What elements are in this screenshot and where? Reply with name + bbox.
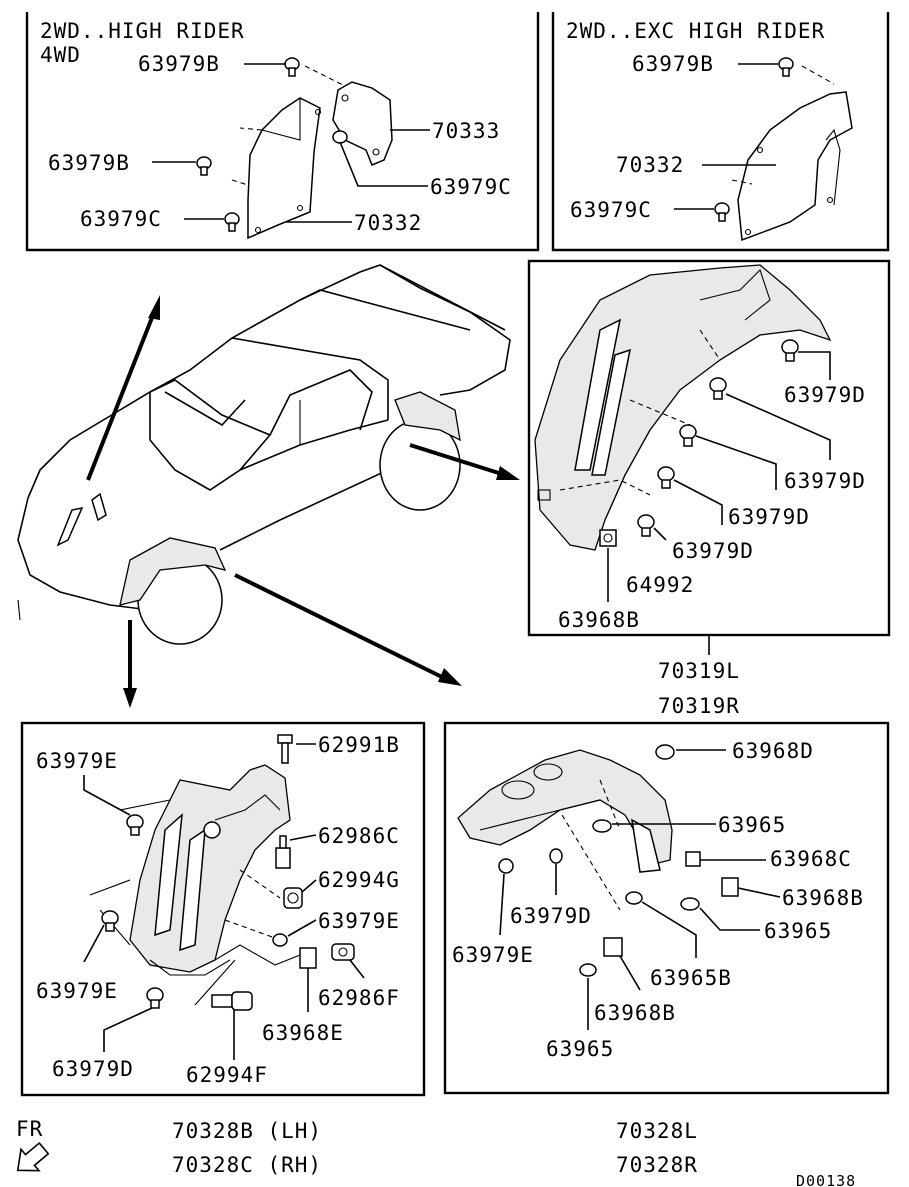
part-label: 70333 (432, 119, 500, 143)
part-label: 62991B (318, 733, 400, 757)
inner-liner-70332 (247, 97, 321, 240)
direction-indicator: FR (16, 1117, 50, 1172)
panel-front-liner: 63968D 63965 63968C 63968B 63965 63979D … (443, 721, 890, 1177)
part-label: 63979B (48, 151, 130, 175)
rivet-icon (277, 734, 293, 764)
clip-icon (272, 933, 288, 947)
part-label: 63979D (728, 505, 810, 529)
nut-icon (721, 877, 739, 897)
bolt-icon (211, 991, 253, 1011)
part-label: 63979B (632, 52, 714, 76)
part-label: 63979D (784, 383, 866, 407)
bolt-icon (283, 887, 303, 909)
clip-icon (709, 377, 727, 400)
clip-icon (196, 156, 212, 176)
part-label: 63979D (510, 904, 592, 928)
clip-icon (657, 466, 675, 489)
part-label: 63979D (52, 1057, 134, 1081)
front-arrow-icon (16, 1141, 50, 1172)
part-label: 63965B (650, 966, 732, 990)
part-label: 63979E (452, 943, 534, 967)
panel-top-left: 2WD..HIGH RIDER 4WD 63979B 70333 63979B … (25, 12, 540, 252)
part-number: 70319R (658, 694, 740, 718)
part-label: 62986C (318, 824, 400, 848)
part-number: 70328B (LH) (172, 1119, 322, 1143)
fender-liner-front (457, 749, 673, 866)
clip-icon (549, 848, 563, 864)
vehicle-outline (17, 264, 511, 645)
clip-icon (126, 814, 144, 836)
clip-icon (714, 202, 730, 222)
part-label: 63979D (672, 539, 754, 563)
panel-rear-liner: 63979D 63979D 63979D 63979D 64992 63968B… (527, 259, 891, 718)
part-label: 63979C (570, 198, 652, 222)
part-label: 62986F (318, 986, 400, 1010)
part-label: 63968B (782, 886, 864, 910)
part-label: 63979E (36, 749, 118, 773)
panel-title: 2WD..EXC HIGH RIDER (566, 19, 825, 43)
clip-icon (224, 212, 240, 232)
part-label: 62994F (186, 1063, 268, 1087)
part-label: 63968B (558, 608, 640, 632)
clip-icon (781, 339, 799, 362)
clip-icon (498, 858, 514, 874)
clip-icon (101, 910, 119, 932)
screw-icon (680, 897, 700, 911)
direction-label: FR (16, 1117, 43, 1141)
nut-icon (603, 937, 623, 957)
part-label: 63979B (138, 52, 220, 76)
part-label: 70332 (354, 211, 422, 235)
part-label: 63965 (764, 919, 832, 943)
inner-liner-70332 (737, 91, 853, 242)
drawing-code: D00138 (796, 1172, 856, 1187)
part-number: 70319L (658, 659, 740, 683)
part-label: 63979E (36, 979, 118, 1003)
screw-icon (625, 891, 643, 905)
screw-icon (579, 963, 597, 977)
callout-arrows (86, 295, 520, 708)
bolt-icon (331, 943, 355, 961)
part-label: 63965 (546, 1037, 614, 1061)
part-number: 70328L (616, 1119, 698, 1143)
clip-icon (778, 57, 794, 77)
panel-title-line2: 4WD (40, 43, 81, 67)
part-label: 63968B (594, 1001, 676, 1025)
screw-icon (592, 819, 612, 833)
part-label: 63968E (262, 1021, 344, 1045)
part-number: 70328C (RH) (172, 1153, 322, 1177)
clip-icon (284, 57, 300, 77)
nut-icon (599, 529, 617, 547)
part-label: 63979D (784, 469, 866, 493)
nut-icon (299, 947, 317, 969)
part-label: 62994G (318, 868, 400, 892)
clip-icon (146, 987, 164, 1009)
part-label: 64992 (626, 573, 694, 597)
part-label: 63979C (80, 207, 162, 231)
panel-title-line1: 2WD..HIGH RIDER (40, 19, 245, 43)
part-label: 63979C (430, 175, 512, 199)
nut-icon (685, 851, 701, 867)
part-label: 63965 (718, 813, 786, 837)
part-label: 63968C (770, 847, 852, 871)
clip-icon (637, 514, 655, 537)
part-label: 63979E (318, 909, 400, 933)
splash-shield-70333 (332, 81, 393, 166)
clip-icon (655, 744, 675, 760)
panel-top-right: 2WD..EXC HIGH RIDER 63979B 70332 63979C (551, 12, 890, 252)
clip-icon (332, 130, 348, 144)
part-label: 70332 (616, 153, 684, 177)
clip-icon (679, 424, 697, 447)
panel-front-liner-4wd: 63979E 62991B 62986C 62994G 63979E 63979… (20, 721, 426, 1177)
part-label: 63968D (732, 739, 814, 763)
part-number: 70328R (616, 1153, 698, 1177)
bolt-icon (275, 835, 291, 869)
